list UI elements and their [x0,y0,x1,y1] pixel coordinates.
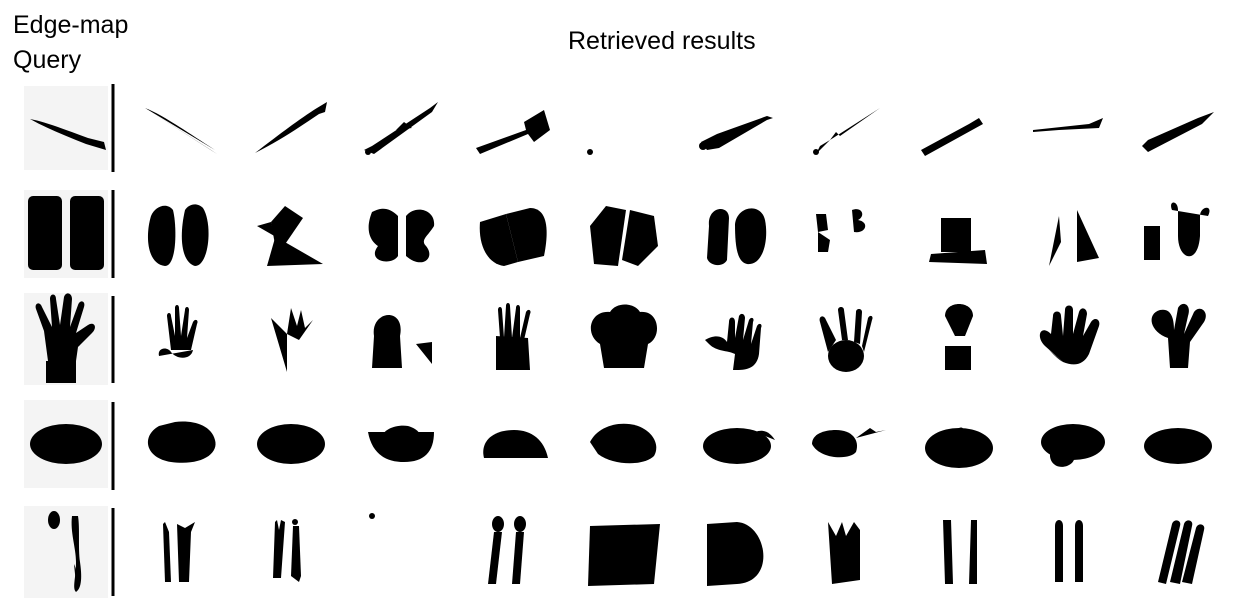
result-sketch [1041,424,1105,467]
result-sketch [590,304,658,368]
result-sketch [921,114,987,156]
result-sketch [273,519,301,582]
result-sketch [1142,112,1214,152]
result-sketch [364,102,438,155]
result-sketch [496,303,531,370]
result-sketch [587,106,658,155]
result-sketch [943,520,977,584]
result-sketch [707,208,767,266]
result-sketch [816,209,866,266]
result-sketch [1151,303,1206,368]
result-sketch [925,424,993,468]
query-image-knife [24,86,108,170]
query-image-plate [24,400,108,488]
result-sketch [1144,428,1212,464]
result-sketch [812,428,886,458]
result-sketch [588,522,660,586]
result-sketch [819,307,873,372]
result-sketch [476,110,550,154]
result-sketch [1033,118,1103,132]
row-plate [24,400,1212,488]
result-sketch [828,522,860,584]
result-sketch [923,304,973,370]
result-sketch [257,206,323,266]
result-sketch [483,422,552,458]
result-sketch [369,513,420,586]
result-sketch [147,204,209,266]
result-sketch [261,308,313,372]
result-sketch [368,208,435,263]
row-pads [24,190,1210,278]
result-sketch [590,418,657,464]
result-sketch [1158,520,1205,584]
query-image-glove [24,293,108,385]
result-sketch [813,108,880,155]
result-sketch [925,204,993,264]
result-sketch [1144,202,1210,260]
query-header-line1: Edge-map [13,11,129,39]
result-sketch [366,425,434,466]
query-header-line2: Query [13,46,82,74]
result-sketch [368,314,432,368]
query-column-header: Edge-map Query [13,8,128,78]
result-sketch [1055,520,1083,582]
result-sketch [145,108,217,154]
result-sketch [488,516,526,584]
result-sketch [163,522,195,582]
result-sketch [703,428,775,464]
result-sketch [147,421,216,463]
query-image-cutlery [24,506,108,598]
result-sketch [1039,305,1100,370]
result-sketch [1037,208,1099,266]
result-sketch [707,522,764,586]
result-sketch [255,102,327,153]
results-column-header: Retrieved results [568,27,756,55]
result-sketch [158,305,198,372]
row-cutlery [24,506,1205,598]
query-image-pads [24,190,108,278]
result-sketch [479,208,547,266]
result-sketch [590,206,658,266]
row-knife [24,86,1214,170]
row-glove [24,293,1206,385]
result-sketch [705,308,771,370]
result-sketch [257,424,325,464]
result-sketch [699,116,773,150]
